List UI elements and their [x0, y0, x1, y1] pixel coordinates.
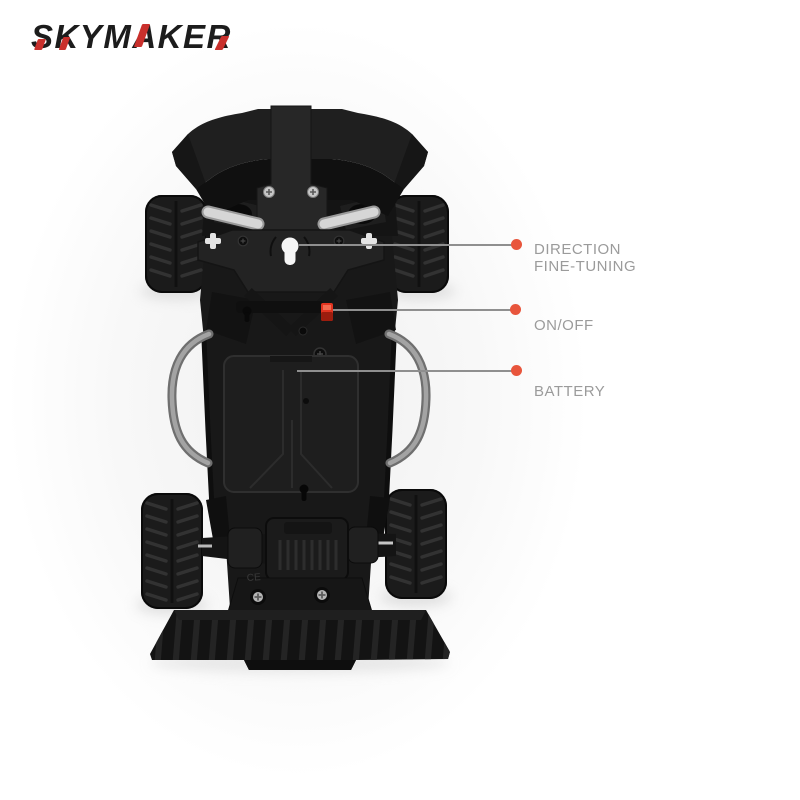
callout-dot	[511, 365, 522, 376]
callout-line	[297, 370, 512, 372]
side-rails	[167, 329, 431, 468]
front-left-wheel	[141, 493, 203, 609]
callout-line	[299, 244, 512, 246]
front-right-wheel	[385, 489, 447, 599]
callout-line	[333, 309, 511, 311]
callout-label: DIRECTION FINE-TUNING	[534, 241, 636, 275]
callout-dot	[511, 239, 522, 250]
callout-label: ON/OFF	[534, 317, 594, 334]
ce-marking: CE	[246, 572, 261, 584]
rear-left-wheel	[145, 195, 207, 293]
steering-linkage	[201, 205, 381, 231]
brand-logo: SKYMAKER	[31, 16, 251, 58]
callout-label-line: DIRECTION	[534, 241, 621, 258]
battery-cover	[223, 355, 359, 501]
callout-dot	[510, 304, 521, 315]
callout-label-line: FINE-TUNING	[534, 258, 637, 275]
power-switch-area	[236, 301, 333, 361]
front-bumper	[150, 610, 450, 670]
callout-label: BATTERY	[534, 383, 606, 400]
front-plate: CE	[227, 572, 373, 613]
front-axle	[198, 517, 396, 581]
